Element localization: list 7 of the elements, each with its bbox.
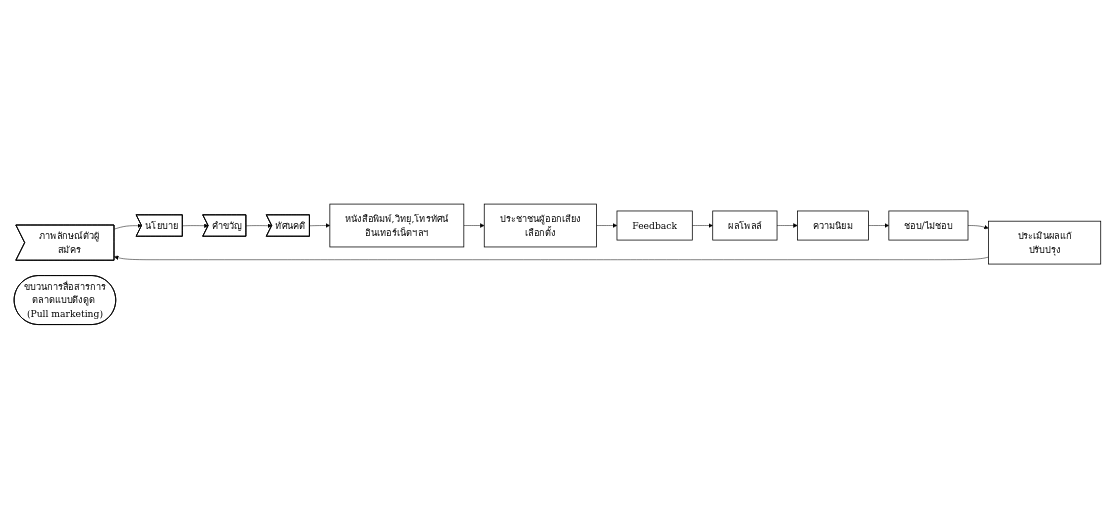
node-box: ความนิยม bbox=[797, 210, 869, 241]
node-box: ประชาชนผู้ออกเสียงเลือกตั้ง bbox=[483, 203, 597, 248]
node-box: หนังสือพิมพ์,วิทยุ,โทรทัศน์อินเทอร์เน็ตฯลฯ bbox=[329, 203, 465, 248]
node-box: ผลโพลล์ bbox=[712, 210, 778, 241]
node-box: ประเมินผลแก้ปรับปรุง bbox=[988, 220, 1102, 265]
node-box: Feedback bbox=[616, 210, 693, 241]
node-box: ชอบ/ไม่ชอบ bbox=[888, 210, 969, 241]
